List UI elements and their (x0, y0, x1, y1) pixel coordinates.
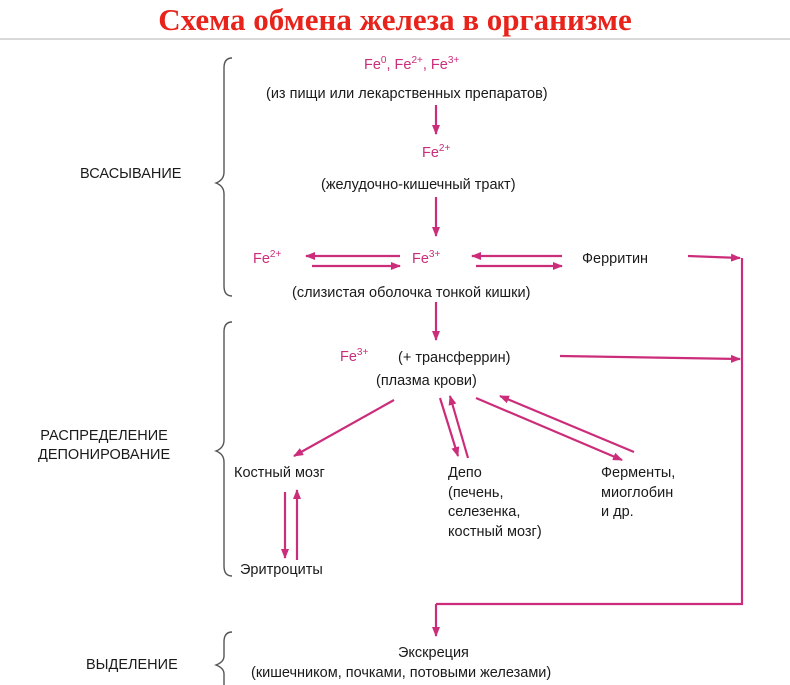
enzymes-line: миоглобин (601, 484, 674, 501)
depot-node: Депо (печень, селезенка, костный мозг) (448, 464, 542, 542)
mucosa-fe3-ion: Fe3+ (412, 249, 441, 267)
section-distribution-line1: РАСПРЕДЕЛЕНИЕ (40, 428, 168, 444)
arrow-plasma-to-bus (559, 354, 741, 363)
ferritin-node: Ферритин (582, 251, 649, 267)
food-iron-forms: Fe0, Fe2+, Fe3+ (364, 55, 460, 73)
title-divider (0, 38, 790, 40)
arrow-plasma-to-enzymes (475, 396, 623, 462)
arrow-enzymes-to-plasma (499, 394, 635, 454)
bracket-excretion (214, 631, 233, 685)
section-excretion: ВЫДЕЛЕНИЕ (86, 657, 178, 673)
arrow-depot-to-plasma (448, 395, 470, 459)
excretion-bus-line (436, 258, 744, 606)
depot-line: селезенка, (448, 504, 521, 521)
plasma-label: (плазма крови) (376, 373, 477, 389)
bone-marrow-node: Костный мозг (234, 465, 325, 481)
enzymes-node: Ферменты, миоглобин и др. (601, 464, 675, 523)
bracket-distribution (214, 321, 233, 577)
gi-iron-ion: Fe2+ (422, 143, 451, 161)
erythrocytes-node: Эритроциты (240, 562, 323, 578)
excretion-title: Экскреция (398, 645, 469, 661)
enzymes-line: Ферменты, (601, 465, 676, 481)
food-label: (из пищи или лекарственных препаратов) (266, 86, 548, 102)
page-title: Схема обмена железа в организме (158, 2, 632, 37)
transferrin-label: (+ трансферрин) (398, 350, 511, 366)
section-distribution: РАСПРЕДЕЛЕНИЕ ДЕПОНИРОВАНИЕ (38, 427, 170, 465)
depot-line: Депо (448, 465, 482, 481)
section-distribution-line2: ДЕПОНИРОВАНИЕ (38, 446, 171, 463)
mucosa-fe2-ion: Fe2+ (253, 249, 282, 267)
plasma-fe3-ion: Fe3+ (340, 347, 369, 365)
mucosa-label: (слизистая оболочка тонкой кишки) (292, 285, 531, 301)
arrow-plasma-to-marrow (293, 399, 395, 457)
enzymes-line: и др. (601, 504, 634, 521)
section-absorption: ВСАСЫВАНИЕ (80, 166, 182, 182)
arrow-plasma-to-depot (438, 397, 460, 457)
depot-line: костный мозг) (448, 523, 542, 540)
gi-label: (желудочно-кишечный тракт) (321, 177, 516, 193)
arrow-ferritin-to-bus (687, 253, 741, 262)
bracket-absorption (214, 57, 233, 297)
depot-line: (печень, (448, 484, 504, 501)
excretion-detail: (кишечником, почками, потовыми железами) (251, 665, 552, 681)
